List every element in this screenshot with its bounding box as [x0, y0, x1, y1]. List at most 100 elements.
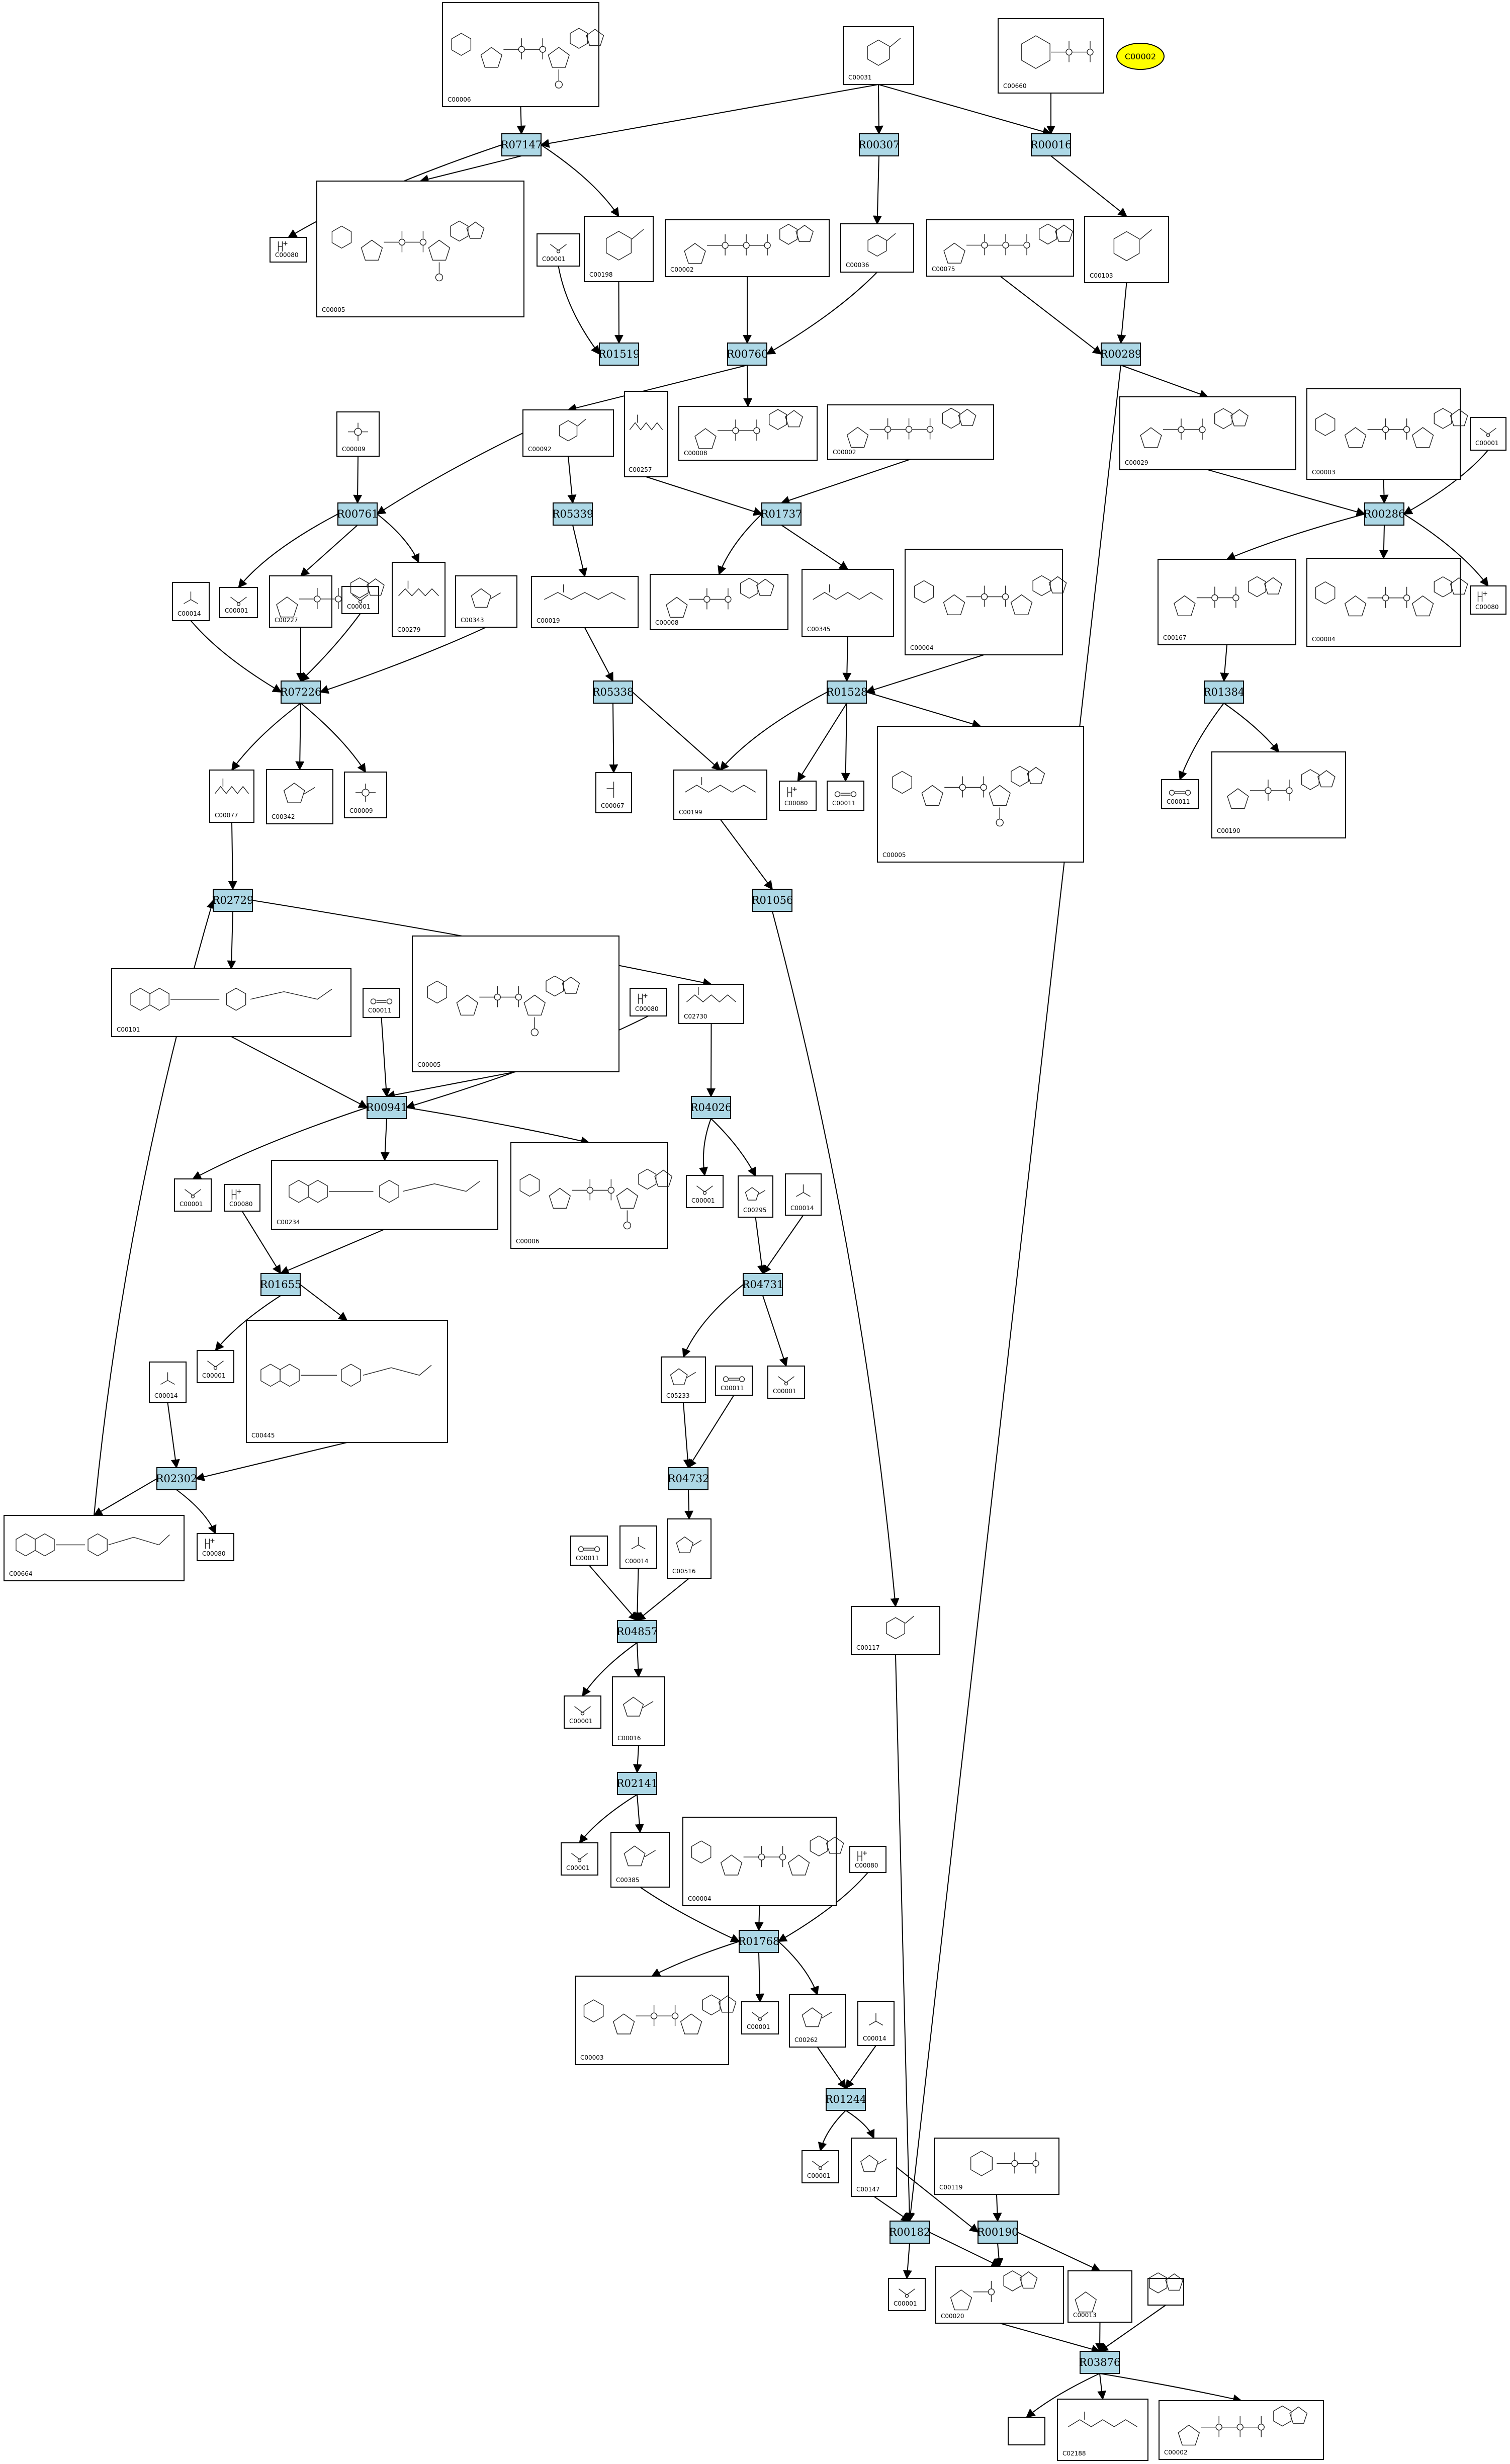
highlighted-compound[interactable]: C00002: [1116, 43, 1165, 70]
compound-box[interactable]: [619, 1525, 657, 1569]
compound-box[interactable]: [789, 1994, 846, 2048]
compound-box[interactable]: [344, 772, 387, 818]
highlight-ellipse[interactable]: [1116, 43, 1165, 70]
compound-box[interactable]: [455, 575, 517, 628]
reaction-node[interactable]: [1080, 2351, 1120, 2374]
reaction-node[interactable]: [1204, 681, 1244, 704]
reaction-node[interactable]: [826, 2088, 866, 2111]
reaction-node[interactable]: [599, 343, 639, 366]
compound-box[interactable]: [934, 2138, 1059, 2195]
reaction-node[interactable]: [553, 502, 593, 526]
compound-box[interactable]: [779, 781, 817, 811]
compound-box[interactable]: [1119, 396, 1296, 470]
reaction-node[interactable]: [501, 133, 542, 156]
reaction-node[interactable]: [617, 1772, 657, 1795]
reaction-node[interactable]: [761, 502, 802, 526]
compound-box[interactable]: [905, 549, 1063, 655]
reaction-node[interactable]: [367, 1096, 407, 1119]
compound-box[interactable]: [1158, 559, 1296, 645]
reaction-node[interactable]: [156, 1467, 197, 1490]
compound-box[interactable]: [363, 988, 400, 1018]
compound-box[interactable]: [1008, 2417, 1045, 2445]
reaction-node[interactable]: [213, 889, 253, 912]
compound-box[interactable]: [246, 1320, 448, 1443]
reaction-node[interactable]: [691, 1096, 731, 1119]
compound-box[interactable]: [857, 2001, 895, 2046]
compound-box[interactable]: [1147, 2278, 1184, 2306]
compound-box[interactable]: [1306, 388, 1461, 480]
compound-box[interactable]: [224, 1184, 260, 1212]
compound-box[interactable]: [269, 575, 332, 628]
compound-box[interactable]: [785, 1173, 822, 1216]
compound-box[interactable]: [575, 1976, 729, 2065]
compound-box[interactable]: [316, 181, 524, 317]
compound-box[interactable]: [661, 1356, 706, 1403]
compound-box[interactable]: [1068, 2270, 1132, 2323]
compound-box[interactable]: [271, 1160, 498, 1230]
reaction-node[interactable]: [593, 681, 633, 704]
compound-box[interactable]: [849, 1846, 886, 1873]
reaction-node[interactable]: [1101, 343, 1141, 366]
compound-box[interactable]: [678, 984, 744, 1024]
compound-box[interactable]: [111, 968, 351, 1037]
compound-box[interactable]: [802, 569, 894, 637]
compound-box[interactable]: [172, 582, 210, 621]
compound-box[interactable]: [392, 562, 446, 637]
reaction-node[interactable]: [739, 1930, 779, 1953]
compound-box[interactable]: [442, 2, 599, 107]
compound-box[interactable]: [522, 409, 614, 457]
compound-box[interactable]: [738, 1175, 773, 1218]
compound-box[interactable]: [682, 1817, 837, 1906]
compound-box[interactable]: [197, 1533, 234, 1561]
compound-box[interactable]: [1161, 779, 1199, 809]
compound-box[interactable]: [584, 216, 654, 282]
reaction-node[interactable]: [337, 502, 378, 526]
compound-box[interactable]: [673, 770, 767, 820]
compound-box[interactable]: [851, 1606, 940, 1655]
compound-box[interactable]: [877, 726, 1084, 863]
compound-box[interactable]: [531, 576, 639, 628]
reaction-node[interactable]: [978, 2221, 1018, 2244]
compound-box[interactable]: [1306, 558, 1461, 647]
reaction-node[interactable]: [743, 1273, 783, 1296]
reaction-node[interactable]: [281, 681, 321, 704]
reaction-node[interactable]: [260, 1273, 301, 1296]
compound-box[interactable]: [570, 1536, 608, 1566]
compound-box[interactable]: [209, 770, 254, 823]
compound-box[interactable]: [998, 18, 1104, 94]
compound-box[interactable]: [1211, 751, 1346, 838]
reaction-node[interactable]: [827, 681, 867, 704]
reaction-node[interactable]: [1031, 133, 1071, 156]
compound-box[interactable]: [4, 1515, 185, 1581]
reaction-node[interactable]: [890, 2221, 930, 2244]
compound-box[interactable]: [266, 769, 333, 824]
compound-box[interactable]: [678, 406, 818, 461]
compound-box[interactable]: [667, 1518, 712, 1579]
compound-box[interactable]: [851, 2138, 897, 2197]
compound-box[interactable]: [843, 26, 914, 85]
compound-box[interactable]: [510, 1142, 668, 1249]
reaction-node[interactable]: [668, 1467, 708, 1490]
compound-box[interactable]: [336, 411, 380, 457]
compound-box[interactable]: [630, 988, 667, 1016]
reaction-node[interactable]: [1364, 502, 1404, 526]
compound-box[interactable]: [1084, 216, 1169, 283]
compound-box[interactable]: [1470, 585, 1506, 615]
compound-box[interactable]: [926, 219, 1074, 277]
compound-box[interactable]: [149, 1362, 187, 1403]
compound-box[interactable]: [650, 574, 788, 630]
reaction-node[interactable]: [727, 343, 767, 366]
compound-box[interactable]: [612, 1676, 665, 1746]
reaction-node[interactable]: [859, 133, 899, 156]
reaction-node[interactable]: [752, 889, 792, 912]
compound-box[interactable]: [1057, 2399, 1148, 2461]
compound-box[interactable]: [715, 1366, 753, 1396]
compound-box[interactable]: [610, 1832, 670, 1888]
compound-box[interactable]: [827, 781, 864, 811]
compound-box[interactable]: [935, 2266, 1064, 2324]
reaction-node[interactable]: [617, 1620, 657, 1643]
compound-box[interactable]: [624, 391, 668, 477]
compound-box[interactable]: [840, 223, 914, 273]
compound-box[interactable]: [412, 936, 619, 1072]
compound-box[interactable]: [270, 237, 307, 263]
